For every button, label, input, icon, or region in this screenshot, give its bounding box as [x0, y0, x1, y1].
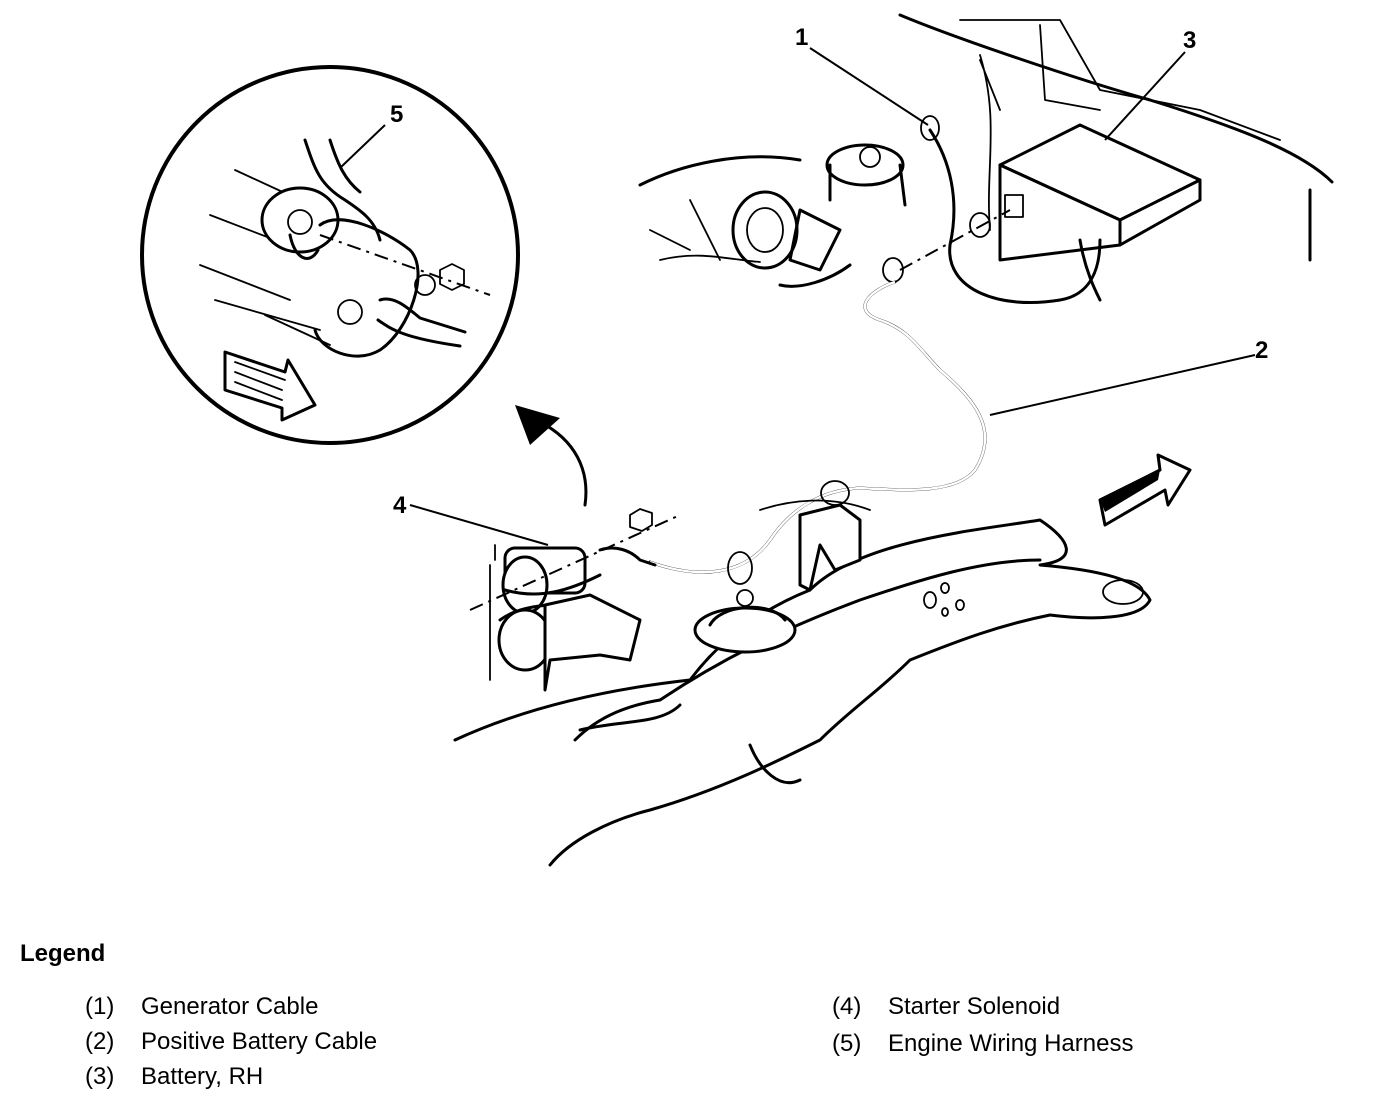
- legend-item: (4) Starter Solenoid: [832, 993, 1060, 1021]
- legend-item-number: (1): [85, 993, 115, 1020]
- legend-title: Legend: [20, 940, 106, 967]
- callout-leaders: [339, 47, 1256, 546]
- legend-item-number: (3): [85, 1063, 115, 1090]
- legend-item-text: Generator Cable: [141, 993, 319, 1020]
- legend-item-number: (4): [832, 993, 862, 1020]
- callout-labels: 1 2 3 4 5: [390, 24, 1268, 519]
- callout-5: 5: [390, 101, 403, 128]
- callout-2: 2: [1255, 337, 1268, 364]
- legend-item: (3) Battery, RH: [85, 1063, 263, 1091]
- detail-view-circle: [140, 65, 520, 445]
- forward-arrow-icon: [1098, 453, 1192, 527]
- detail-view-arrow-icon: [515, 405, 588, 507]
- legend-item-text: Positive Battery Cable: [141, 1028, 378, 1055]
- callout-3: 3: [1183, 27, 1196, 54]
- legend-item: (2) Positive Battery Cable: [85, 1028, 377, 1056]
- legend-item: (5) Engine Wiring Harness: [832, 1030, 1133, 1058]
- legend-item-text: Starter Solenoid: [888, 993, 1061, 1020]
- frame-assembly: [453, 453, 1192, 867]
- callout-1: 1: [795, 24, 808, 51]
- legend-item-text: Battery, RH: [141, 1063, 264, 1090]
- legend-item-text: Engine Wiring Harness: [888, 1030, 1134, 1057]
- callout-4: 4: [393, 492, 407, 519]
- wiring-diagram: 1 2 3 4 5: [140, 13, 1334, 867]
- legend-item-number: (5): [832, 1030, 862, 1057]
- legend-item-number: (2): [85, 1028, 115, 1055]
- positive-battery-cable: [648, 280, 987, 574]
- legend-item: (1) Generator Cable: [85, 993, 318, 1021]
- engine-compartment: [638, 13, 1334, 305]
- forward-arrow-icon: [223, 350, 317, 422]
